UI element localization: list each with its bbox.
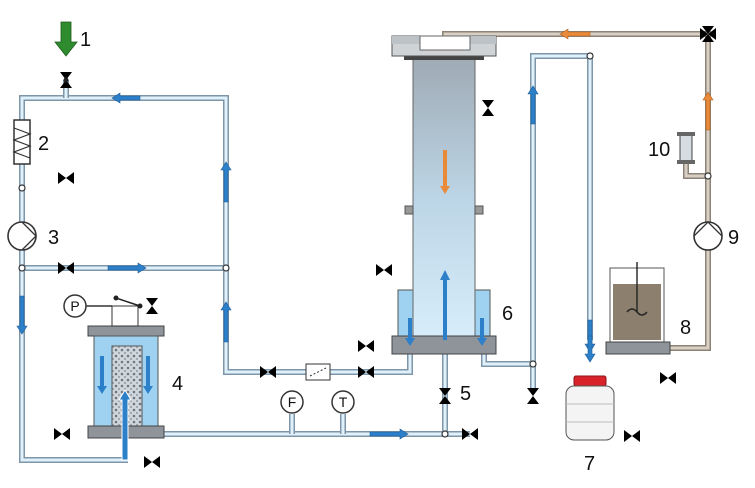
- filter: [12, 119, 32, 165]
- flow-arrow: [369, 428, 409, 440]
- feed-tank: [605, 262, 671, 355]
- valve-icon: [260, 366, 276, 378]
- flow-gauge: F: [280, 390, 304, 414]
- label-9: 9: [728, 227, 739, 249]
- flow-arrow: [220, 301, 232, 343]
- flow-arrow: [527, 85, 539, 125]
- label-4: 4: [172, 373, 183, 395]
- label-10: 10: [648, 139, 670, 161]
- temperature-gauge: T: [331, 390, 355, 414]
- inline-device: [305, 363, 331, 381]
- flow-arrows: [16, 85, 596, 440]
- valve-icon: [527, 388, 539, 404]
- flow-arrow: [16, 295, 28, 335]
- valve-icon: [358, 366, 374, 378]
- valve-icon: [358, 340, 374, 352]
- feed-pump: [693, 221, 723, 251]
- flow-arrow: [107, 262, 147, 274]
- valves: [54, 26, 716, 468]
- pressure-gauge: P: [63, 294, 112, 318]
- valve-icon: [146, 298, 158, 314]
- flow-arrow: [584, 335, 596, 363]
- valve-icon: [462, 428, 478, 440]
- valve-icon: [58, 172, 74, 184]
- label-1: 1: [80, 29, 91, 51]
- label-2: 2: [38, 133, 49, 155]
- effluent-container: [565, 375, 615, 441]
- valve-icon: [482, 100, 494, 116]
- inlet-arrow: [54, 21, 78, 57]
- label-8: 8: [680, 317, 691, 339]
- valve-icon: [54, 428, 70, 440]
- reactor: [391, 35, 497, 355]
- feed-arrows: [559, 28, 714, 131]
- svg-text:T: T: [339, 394, 348, 410]
- valve-icon: [376, 264, 392, 276]
- label-6: 6: [502, 303, 513, 325]
- valve-icon: [144, 456, 160, 468]
- svg-text:F: F: [288, 394, 297, 410]
- label-3: 3: [48, 227, 59, 249]
- junctions: [18, 52, 712, 438]
- flow-arrow: [111, 92, 141, 104]
- valve-icon: [439, 388, 451, 404]
- flow-arrow: [220, 161, 232, 203]
- label-7: 7: [584, 453, 595, 475]
- recirculation-pump: [7, 221, 37, 251]
- feed-arrow: [702, 91, 714, 131]
- feed-arrow: [559, 28, 591, 40]
- valve-icon: [660, 372, 676, 384]
- packed-column: [87, 295, 165, 461]
- label-5: 5: [460, 383, 471, 405]
- flowmeter: [677, 132, 695, 164]
- valve-icon: [624, 430, 640, 442]
- svg-text:P: P: [70, 298, 79, 314]
- valve-icon: [58, 262, 74, 274]
- component-labels: 1 2 3 4 5 6 7 8 9 10: [38, 29, 739, 475]
